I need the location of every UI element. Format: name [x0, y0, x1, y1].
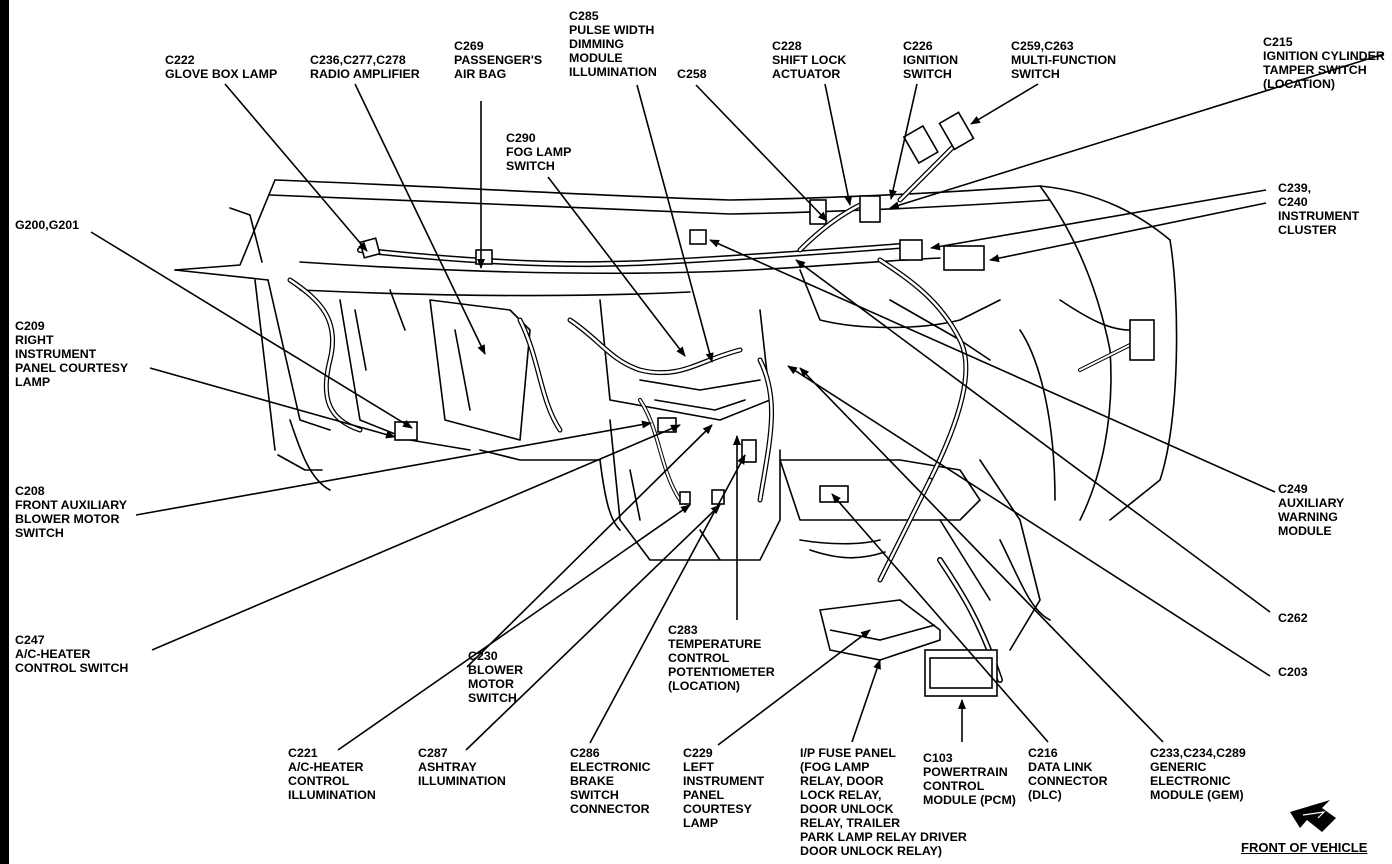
callout-c269-passenger-air-bag: C269 PASSENGER'S AIR BAG — [454, 39, 543, 81]
callout-c259-multi-function-switch: C259,C263 MULTI-FUNCTION SWITCH — [1011, 39, 1117, 81]
leader-c222 — [224, 83, 368, 252]
front-of-vehicle-arrow — [1290, 800, 1336, 832]
leader-c236 — [354, 83, 486, 355]
leader-c259 — [970, 83, 1039, 125]
callout-c222-glove-box-lamp: C222 GLOVE BOX LAMP — [165, 53, 278, 81]
connector-blocks — [359, 111, 1155, 697]
callout-c239-instrument-cluster: C239, C240 INSTRUMENT CLUSTER — [1278, 181, 1360, 237]
leader-c203 — [787, 365, 1271, 677]
callout-c285-pulse-width-dimming: C285 PULSE WIDTH DIMMING MODULE ILLUMINA… — [569, 9, 657, 79]
leader-c230 — [466, 424, 713, 668]
callout-c103-pcm: C103 POWERTRAIN CONTROL MODULE (PCM) — [923, 751, 1016, 807]
callout-c209-right-courtesy-lamp: C209 RIGHT INSTRUMENT PANEL COURTESY LAM… — [15, 319, 129, 389]
leader-c287 — [465, 504, 721, 751]
leader-c215 — [889, 53, 1385, 210]
left-edge-bar — [0, 0, 9, 864]
callout-c233-generic-electronic-module: C233,C234,C289 GENERIC ELECTRONIC MODULE… — [1150, 746, 1246, 802]
wiring-harness — [287, 137, 1142, 683]
callout-c249-auxiliary-warning: C249 AUXILIARY WARNING MODULE — [1278, 482, 1345, 538]
leader-c221 — [337, 504, 691, 751]
leader-c239a — [930, 189, 1267, 251]
leader-c285 — [636, 84, 714, 363]
callout-c215-ignition-cylinder-tamper: C215 IGNITION CYLINDER TAMPER SWITCH (LO… — [1263, 35, 1385, 91]
callout-ip-fuse-panel: I/P FUSE PANEL (FOG LAMP RELAY, DOOR LOC… — [800, 746, 967, 858]
callout-c228-shift-lock-actuator: C228 SHIFT LOCK ACTUATOR — [772, 39, 847, 81]
callout-c258: C258 — [677, 67, 707, 81]
callout-c262: C262 — [1278, 611, 1308, 625]
leader-c290 — [547, 176, 686, 357]
callout-c230-blower-motor-switch: C230 BLOWER MOTOR SWITCH — [468, 649, 524, 705]
callout-c287-ashtray-illumination: C287 ASHTRAY ILLUMINATION — [418, 746, 506, 788]
leader-c226 — [889, 83, 918, 200]
callout-g200-g201: G200,G201 — [15, 218, 80, 232]
leader-c247 — [151, 424, 681, 651]
leader-c258 — [695, 84, 828, 222]
leader-c229 — [717, 629, 871, 746]
leader-c262 — [795, 259, 1271, 613]
callout-c229-left-courtesy-lamp: C229 LEFT INSTRUMENT PANEL COURTESY LAMP — [683, 746, 765, 830]
leader-c208 — [135, 420, 652, 516]
leader-fuse — [851, 659, 881, 743]
leader-c233 — [799, 367, 1164, 743]
callout-c216-data-link-connector: C216 DATA LINK CONNECTOR (DLC) — [1028, 746, 1108, 802]
leader-lines — [90, 53, 1385, 751]
dashboard-outline — [174, 179, 1178, 651]
callout-c286-electronic-brake-switch: C286 ELECTRONIC BRAKE SWITCH CONNECTOR — [570, 746, 651, 816]
callout-c208-front-aux-blower: C208 FRONT AUXILIARY BLOWER MOTOR SWITCH — [15, 484, 127, 540]
leader-c216 — [831, 493, 1049, 743]
leader-g200 — [90, 231, 413, 429]
front-of-vehicle-label: FRONT OF VEHICLE — [1241, 840, 1368, 855]
callout-c221-ac-heater-illumination: C221 A/C-HEATER CONTROL ILLUMINATION — [288, 746, 376, 802]
callout-c283-temperature-potentiometer: C283 TEMPERATURE CONTROL POTENTIOMETER (… — [668, 623, 775, 693]
callout-c290-fog-lamp-switch: C290 FOG LAMP SWITCH — [506, 131, 572, 173]
callout-c236-radio-amplifier: C236,C277,C278 RADIO AMPLIFIER — [310, 53, 420, 81]
leader-c209 — [149, 367, 396, 439]
leader-c286 — [589, 454, 746, 744]
leader-c228 — [824, 83, 853, 206]
leader-c239b — [989, 202, 1267, 263]
callout-c203: C203 — [1278, 665, 1308, 679]
leader-c249 — [709, 239, 1276, 493]
callout-c226-ignition-switch: C226 IGNITION SWITCH — [903, 39, 959, 81]
callout-c247-ac-heater-switch: C247 A/C-HEATER CONTROL SWITCH — [15, 633, 129, 675]
